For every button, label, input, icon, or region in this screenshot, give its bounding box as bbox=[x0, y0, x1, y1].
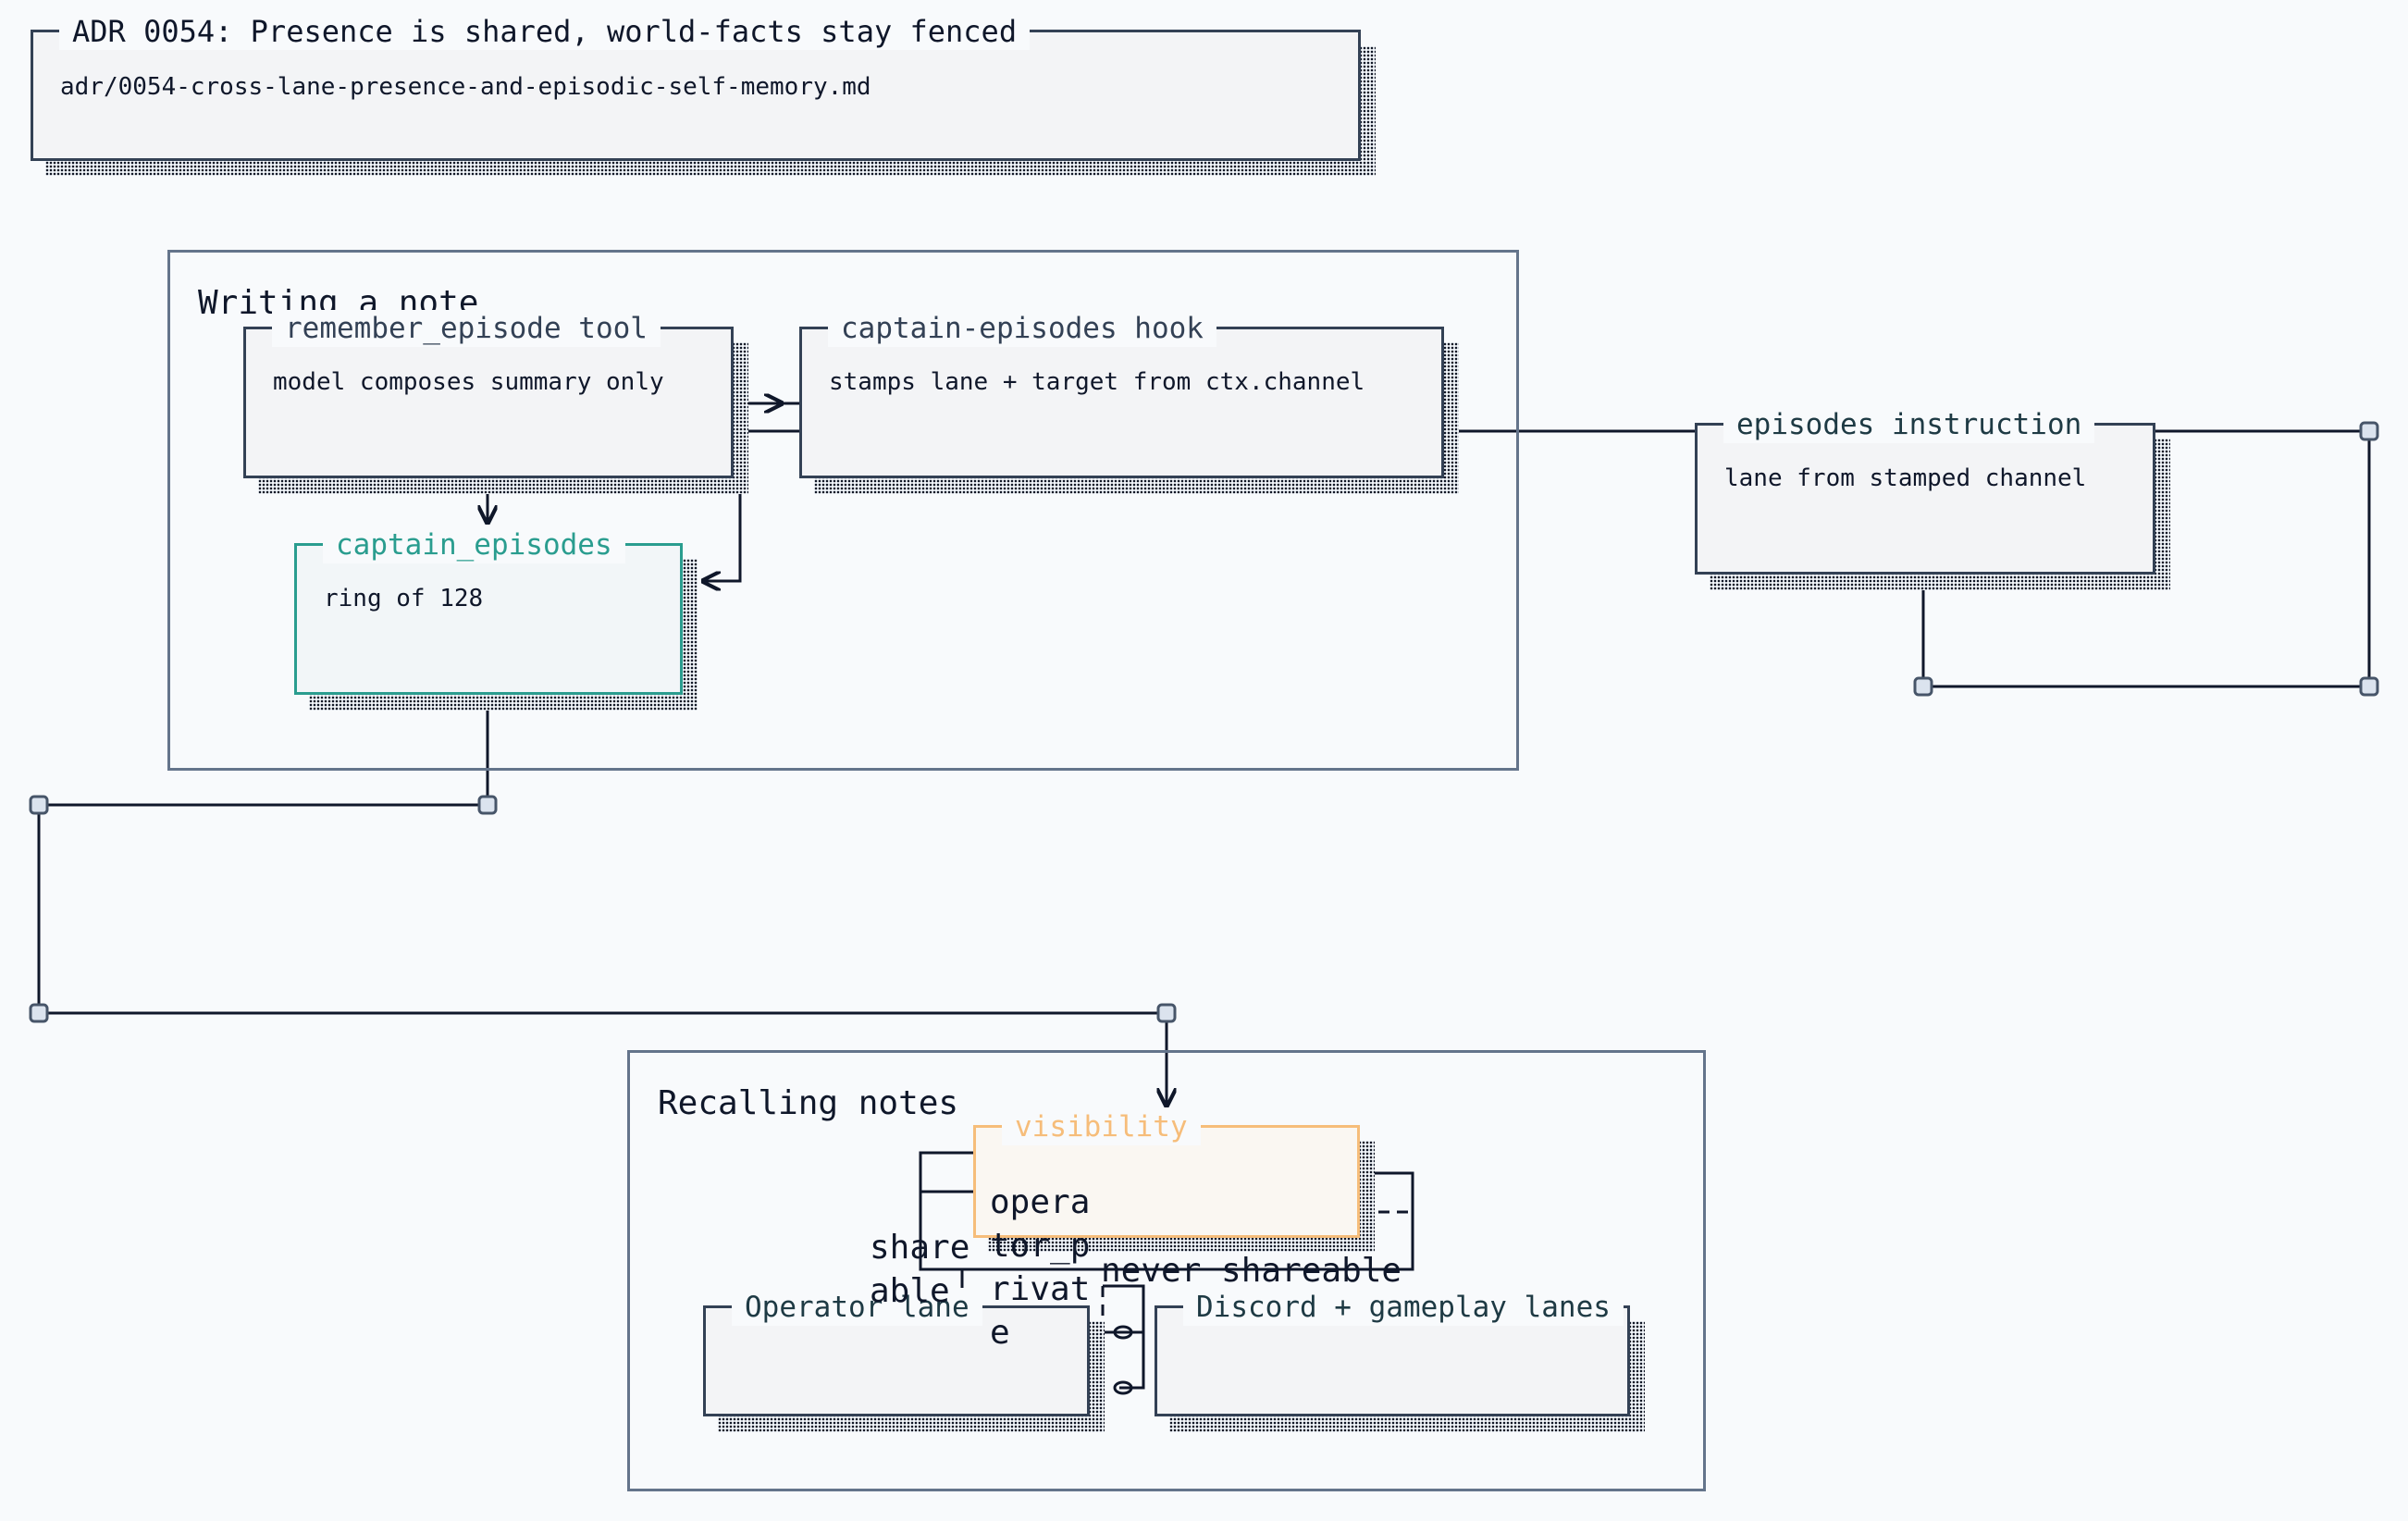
edge-label-operator-private: opera tor_p rivat e bbox=[990, 1183, 1091, 1352]
visibility-title: visibility bbox=[1002, 1108, 1201, 1145]
adr-header-card: ADR 0054: Presence is shared, world-fact… bbox=[31, 13, 1361, 161]
remember-episode-tool-node[interactable]: remember_episode tool model composes sum… bbox=[243, 310, 734, 478]
visibility-node[interactable]: visibility bbox=[973, 1108, 1360, 1238]
hook-title: captain-episodes hook bbox=[828, 310, 1216, 347]
operator-lane-node[interactable]: Operator lane bbox=[703, 1289, 1090, 1416]
remember-tool-title: remember_episode tool bbox=[272, 310, 661, 347]
store-body: ring of 128 bbox=[324, 585, 484, 612]
connector-handle-visibility[interactable] bbox=[1156, 1003, 1177, 1023]
hook-body: stamps lane + target from ctx.channel bbox=[829, 368, 1365, 396]
instruction-body: lane from stamped channel bbox=[1724, 464, 2087, 492]
connector-handle-left-top[interactable] bbox=[29, 795, 49, 815]
wire-visibility-shareable bbox=[919, 1151, 1414, 1271]
adr-title: ADR 0054: Presence is shared, world-fact… bbox=[59, 13, 1031, 50]
discord-gameplay-lanes-node[interactable]: Discord + gameplay lanes bbox=[1155, 1289, 1630, 1416]
edge-label-never-shareable: never shareable bbox=[1101, 1252, 1402, 1290]
captain-episodes-store-node[interactable]: captain_episodes ring of 128 bbox=[294, 526, 683, 695]
edge-label-shareable: share able bbox=[870, 1229, 970, 1310]
discord-lanes-title: Discord + gameplay lanes bbox=[1183, 1289, 1624, 1326]
wire-store-to-visibility bbox=[37, 695, 1167, 1106]
store-title: captain_episodes bbox=[323, 526, 625, 563]
captain-episodes-hook-node[interactable]: captain-episodes hook stamps lane + targ… bbox=[799, 310, 1444, 478]
adr-file-path: adr/0054-cross-lane-presence-and-episodi… bbox=[60, 73, 871, 101]
connector-handle-left-bottom[interactable] bbox=[29, 1003, 49, 1023]
group-recalling-notes: Recalling notes bbox=[627, 1050, 1706, 1491]
connector-handle-store[interactable] bbox=[477, 795, 498, 815]
group-title-recalling: Recalling notes bbox=[658, 1084, 959, 1122]
operator-lane-title: Operator lane bbox=[732, 1289, 982, 1326]
connector-handle-instruction[interactable] bbox=[1913, 676, 1933, 697]
connector-ring-lower bbox=[1113, 1380, 1133, 1395]
remember-tool-body: model composes summary only bbox=[273, 368, 664, 396]
connector-handle-right-top[interactable] bbox=[2359, 421, 2379, 441]
instruction-title: episodes instruction bbox=[1723, 406, 2095, 443]
connector-ring-upper bbox=[1113, 1325, 1133, 1340]
episodes-instruction-node[interactable]: episodes instruction lane from stamped c… bbox=[1695, 406, 2155, 575]
connector-handle-right-bottom[interactable] bbox=[2359, 676, 2379, 697]
